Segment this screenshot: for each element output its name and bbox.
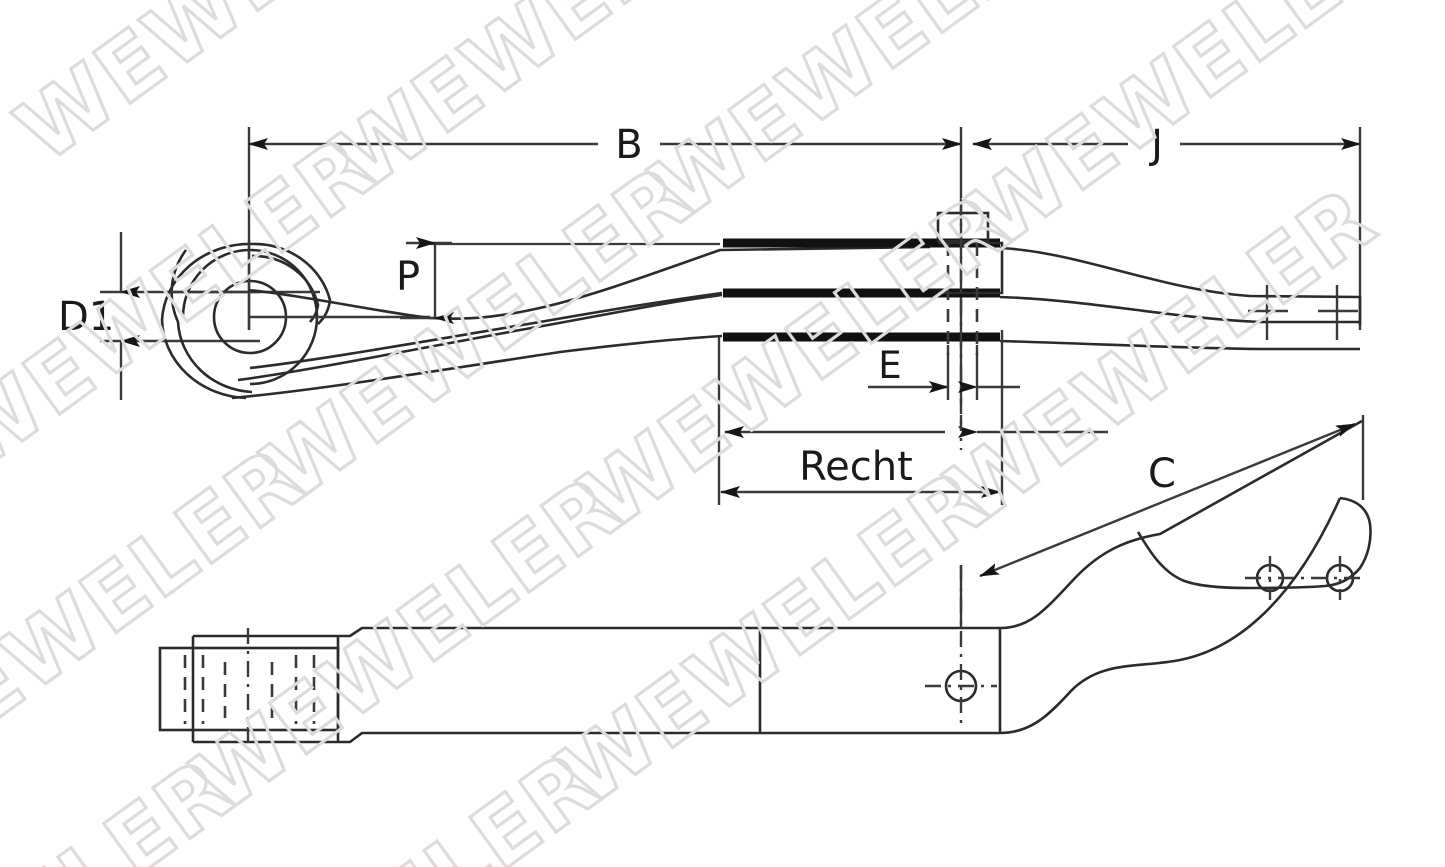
centre-clamp-body — [938, 241, 1004, 295]
leaf-1-taper-right — [999, 246, 1361, 299]
plan-end-tail-edge — [1181, 578, 1326, 590]
plan-lower-edge-left — [193, 731, 760, 744]
leaf-2-lower-edge — [237, 293, 723, 382]
centre-bolt-assembly — [936, 200, 1004, 505]
leaf-3-lower-edge — [231, 334, 723, 400]
spring-eye — [160, 240, 430, 400]
dimension-label-d1: D1 — [58, 294, 114, 340]
dimension-e-group: E — [868, 344, 1020, 400]
dimension-c-group: C — [959, 415, 1365, 628]
spring-eye-tail-upper-inner — [251, 254, 320, 323]
dimension-d1-group: D1 — [58, 232, 260, 400]
leaf-2-upper-edge — [249, 291, 723, 370]
leaf-3-taper-right — [999, 339, 1360, 351]
dimension-label-j: J — [1148, 122, 1163, 168]
dimension-label-recht: Recht — [799, 444, 913, 490]
free-end-hole-marks — [1248, 285, 1362, 340]
plan-end-lower-profile — [999, 497, 1342, 735]
dimension-label-e: E — [878, 344, 901, 387]
plan-end-tail-left — [1136, 531, 1183, 582]
dimension-recht-group: Recht — [717, 337, 1108, 505]
dimension-label-b: B — [615, 122, 642, 168]
plan-upper-edge-left — [193, 626, 760, 638]
dimension-label-p: P — [396, 254, 420, 300]
spring-eye-wrap-1 — [170, 249, 253, 394]
centre-bolt-head — [936, 211, 990, 243]
leaf-spring-stack — [231, 238, 1361, 400]
leaf-1-lower-edge — [247, 245, 931, 320]
plan-end-nose-curve — [1324, 496, 1372, 588]
spring-eye-tail-upper — [251, 242, 332, 325]
plan-view — [158, 419, 1372, 745]
leaf-2-taper-right — [999, 295, 1360, 324]
spring-eye-outer-wall — [181, 248, 319, 386]
dim-line-c — [979, 422, 1356, 578]
top-dimension-band: B J — [247, 122, 1362, 405]
spring-eye-wrap-2 — [160, 242, 253, 400]
dimension-p-group: P — [396, 237, 454, 324]
dimension-label-c: C — [1148, 451, 1176, 497]
plan-end-upper-profile — [999, 419, 1363, 630]
